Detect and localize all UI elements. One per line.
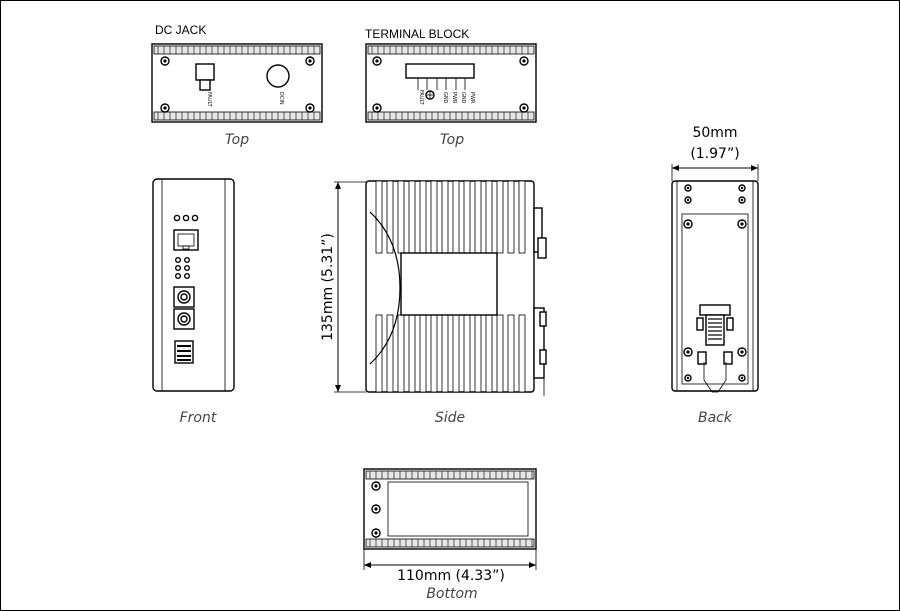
svg-text:DCIN: DCIN [278, 92, 284, 105]
heat-sink-rib [375, 180, 383, 254]
svg-text:PWR: PWR [469, 92, 475, 104]
heat-sink-rib [463, 314, 471, 393]
fault-connector-icon [195, 63, 215, 81]
top-view-terminal-block: TERMINAL BLOCK FAULT GND PWR GND PWR [365, 27, 537, 123]
front-body [152, 178, 235, 392]
heat-sink-rib [496, 314, 504, 393]
tb-top-body [365, 43, 537, 123]
heat-sink-rib [452, 180, 460, 254]
heat-sink-rib [507, 180, 515, 254]
dc-top-fins-upper [153, 45, 321, 55]
svg-text:GND: GND [460, 92, 466, 104]
led-icon [173, 214, 181, 222]
led-icon [174, 257, 181, 264]
heat-sink-rib [397, 314, 405, 393]
side-view: 135mm (5.31”) [320, 180, 547, 396]
heat-sink-rib [474, 314, 482, 393]
svg-text:FAULT: FAULT [418, 90, 424, 106]
heat-sink-rib [430, 180, 438, 254]
heat-sink-rib [441, 314, 449, 393]
dc-top-fins-lower [153, 111, 321, 121]
svg-text:FAULT: FAULT [206, 92, 212, 108]
heat-sink-rib [496, 180, 504, 254]
svg-text:PWR: PWR [451, 92, 457, 104]
bottom-body [363, 468, 537, 550]
view-label-bottom: Bottom [426, 586, 477, 602]
din-clip-top [699, 304, 731, 316]
view-label-top-tb: Top [440, 132, 464, 148]
heat-sink-rib [441, 180, 449, 254]
heat-sink-rib [463, 180, 471, 254]
view-label-back: Back [698, 410, 733, 426]
view-label-top-dc: Top [225, 132, 249, 148]
heat-sink-rib [419, 314, 427, 393]
side-label-plate [400, 252, 498, 316]
view-label-front: Front [180, 410, 217, 426]
front-view [152, 178, 235, 392]
back-body [671, 180, 759, 392]
dc-jack-icon [266, 64, 290, 88]
led-icon [174, 273, 181, 280]
width-dimension-mm: 50mm [692, 125, 737, 141]
terminal-strip-icon [405, 63, 475, 79]
led-icon [183, 257, 190, 264]
led-icon [174, 265, 181, 272]
bottom-view: 110mm (4.33”) [363, 468, 537, 584]
heat-sink-rib [430, 314, 438, 393]
heat-sink-rib [507, 314, 515, 393]
bottom-plate [387, 481, 529, 537]
din-rail-plate [681, 213, 749, 385]
terminal-block-label: TERMINAL BLOCK [365, 27, 469, 41]
height-dimension: 135mm (5.31”) [320, 233, 336, 341]
dc-top-body [151, 43, 323, 123]
rj45-port-icon [173, 229, 199, 251]
heat-sink-rib [485, 180, 493, 254]
heat-sink-rib [408, 180, 416, 254]
dc-jack-label: DC JACK [155, 23, 206, 37]
heat-sink-rib [485, 314, 493, 393]
width-dimension-in: (1.97”) [690, 146, 739, 162]
top-view-dc-jack: DC JACK FAULT DCIN [151, 23, 323, 123]
heat-sink-rib [518, 314, 526, 393]
led-icon [191, 214, 199, 222]
led-icon [182, 214, 190, 222]
heat-sink-rib [518, 180, 526, 254]
depth-dimension: 110mm (4.33”) [397, 568, 505, 584]
heat-sink-rib [419, 180, 427, 254]
led-icon [183, 273, 190, 280]
back-view: 50mm (1.97”) [671, 125, 759, 393]
heat-sink-rib [386, 314, 394, 393]
heat-sink-rib [386, 180, 394, 254]
svg-text:GND: GND [442, 92, 448, 104]
heat-sink-rib [397, 180, 405, 254]
heat-sink-rib [452, 314, 460, 393]
heat-sink-rib [408, 314, 416, 393]
heat-sink-rib [474, 180, 482, 254]
view-label-side: Side [435, 410, 465, 426]
led-icon [183, 265, 190, 272]
